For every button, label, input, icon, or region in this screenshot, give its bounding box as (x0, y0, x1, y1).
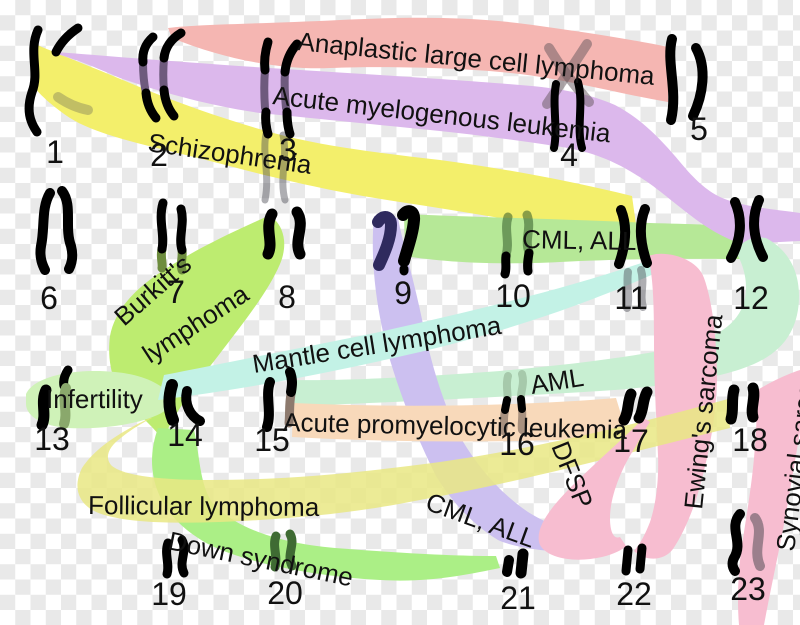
svg-text:4: 4 (560, 137, 578, 173)
svg-text:1: 1 (46, 134, 64, 170)
svg-text:3: 3 (279, 132, 297, 168)
svg-text:23: 23 (730, 571, 766, 607)
svg-text:7: 7 (167, 274, 185, 310)
svg-text:13: 13 (34, 421, 70, 457)
svg-text:15: 15 (254, 422, 290, 458)
svg-text:14: 14 (167, 417, 203, 453)
svg-text:19: 19 (151, 576, 187, 612)
svg-text:8: 8 (278, 279, 296, 315)
svg-text:21: 21 (500, 580, 536, 616)
svg-text:10: 10 (495, 278, 531, 314)
svg-text:6: 6 (40, 280, 58, 316)
svg-text:2: 2 (150, 137, 168, 173)
svg-text:22: 22 (616, 576, 652, 612)
svg-text:5: 5 (690, 111, 708, 147)
svg-text:17: 17 (613, 423, 649, 459)
svg-text:20: 20 (267, 575, 303, 611)
svg-text:11: 11 (614, 280, 647, 316)
svg-text:9: 9 (394, 275, 412, 311)
svg-text:12: 12 (733, 280, 769, 316)
svg-text:Follicular lymphoma: Follicular lymphoma (88, 490, 320, 522)
svg-text:16: 16 (499, 426, 535, 462)
svg-text:18: 18 (732, 422, 768, 458)
svg-text:CML, ALL: CML, ALL (522, 224, 637, 256)
svg-text:Infertility: Infertility (46, 384, 143, 414)
